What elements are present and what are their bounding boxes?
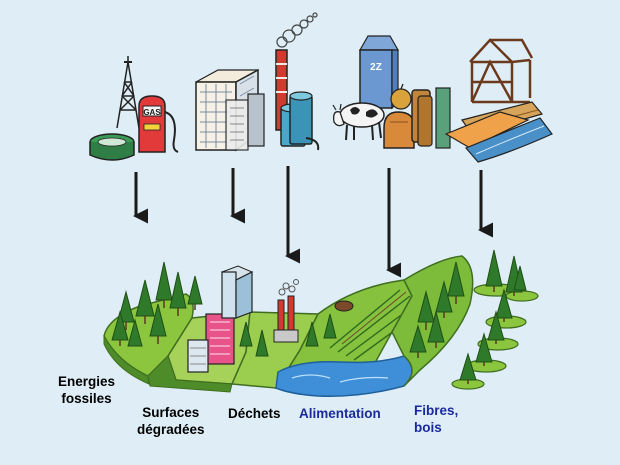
flow-arrows [133, 166, 493, 278]
fabric-icon [444, 111, 553, 163]
label-energies-fossiles: Energies fossiles [58, 373, 115, 407]
oil-derrick-icon [116, 56, 140, 129]
barrel-icon [89, 133, 135, 161]
crop-rows-icon [329, 289, 421, 361]
label-fibres-line2: bois [414, 420, 442, 435]
mini-factory-icon [273, 279, 299, 343]
pump-text: GAS [143, 108, 161, 117]
mini-buildings-icon [187, 265, 254, 373]
label-surfaces-degradees: Surfaces dégradées [137, 404, 205, 438]
label-alimentation: Alimentation [299, 406, 381, 421]
label-energies-line2: fossiles [61, 391, 112, 406]
label-dechets: Déchets [228, 406, 281, 421]
wood-fibre-icon [435, 38, 553, 163]
cow-icon [332, 102, 385, 141]
label-energies-line1: Energies [58, 374, 116, 389]
factory-icon [275, 12, 320, 151]
timber-frame-icon [469, 38, 534, 104]
fossil-energy-icon: GAS [89, 56, 179, 161]
gas-pump-icon: GAS [138, 95, 179, 153]
cow-field-icon [334, 300, 354, 312]
buildings-icon [195, 68, 265, 152]
label-fibres-line1: Fibres, [414, 403, 459, 418]
smoke-icon [276, 12, 318, 48]
label-surfaces-line1: Surfaces [142, 405, 200, 420]
tank-icon [280, 91, 320, 151]
label-fibres-bois: Fibres, bois [414, 402, 458, 436]
cans-icon [411, 89, 433, 147]
milk-carton-icon: 2Z [358, 35, 400, 110]
label-surfaces-line2: dégradées [137, 422, 205, 437]
food-icon: 2Z [332, 35, 433, 149]
apple-icon [390, 83, 412, 110]
bread-icon [383, 111, 415, 149]
carton-text: 2Z [370, 62, 382, 73]
trees-icon [111, 249, 527, 384]
